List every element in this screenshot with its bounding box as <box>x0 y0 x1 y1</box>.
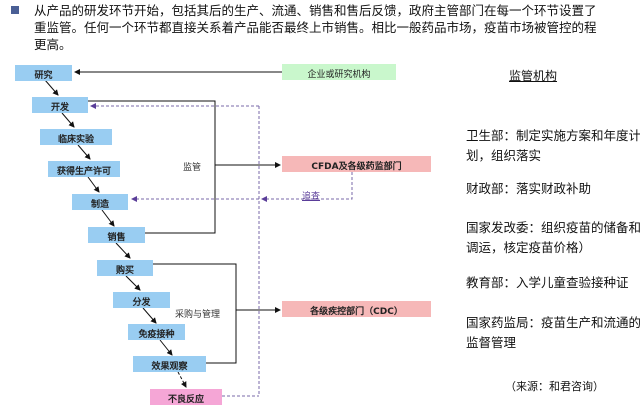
step-purchase: 购买 <box>97 260 153 276</box>
panel-entry: 教育部：入学儿童查验接种证 <box>466 275 629 290</box>
step-production-license: 获得生产许可 <box>48 161 120 177</box>
supervise-label: 监管 <box>183 163 202 173</box>
panel-entry: 国家发改委：组织疫苗的储备和调运，核定疫苗价格） <box>466 220 640 255</box>
step-manufacturing: 制造 <box>72 194 128 210</box>
procure-label: 采购与管理 <box>175 310 221 320</box>
step-clinical-trial: 临床实验 <box>40 129 112 145</box>
step-research: 研究 <box>15 65 72 81</box>
panel-entry: 财政部：落实财政补助 <box>466 181 592 196</box>
cdc-box: 各级疾控部门（CDC） <box>282 301 431 317</box>
step-development: 开发 <box>32 97 88 113</box>
step-effect-observation: 效果观察 <box>133 356 206 372</box>
step-sales: 销售 <box>88 227 145 243</box>
intro-line: 从产品的研发环节开始，包括其后的生产、流通、销售和售后反馈，政府主管部门在每一个… <box>34 3 597 18</box>
intro-line: 重监管。任何一个环节都直接关系着产品能否最终上市销售。相比一般药品市场，疫苗市场… <box>34 20 597 35</box>
intro-text: 从产品的研发环节开始，包括其后的生产、流通、销售和售后反馈，政府主管部门在每一个… <box>34 2 640 53</box>
bullet-icon <box>11 6 19 14</box>
intro-line: 更高。 <box>34 37 72 52</box>
panel-entry: 卫生部：制定实施方案和年度计划，组织落实 <box>466 128 640 163</box>
step-adverse-reaction: 不良反应 <box>150 389 222 405</box>
panel-title: 监管机构 <box>509 69 558 83</box>
step-vaccination: 免疫接种 <box>128 324 185 340</box>
enterprise-box: 企业或研究机构 <box>282 64 396 80</box>
trace-label: 追查 <box>302 192 321 202</box>
step-distribution: 分发 <box>113 292 170 308</box>
cfda-box: CFDA及各级药监部门 <box>282 156 431 172</box>
panel-entry: 国家药监局：疫苗生产和流通的监督管理 <box>466 315 640 350</box>
source-note: （来源：和君咨询） <box>505 380 604 393</box>
